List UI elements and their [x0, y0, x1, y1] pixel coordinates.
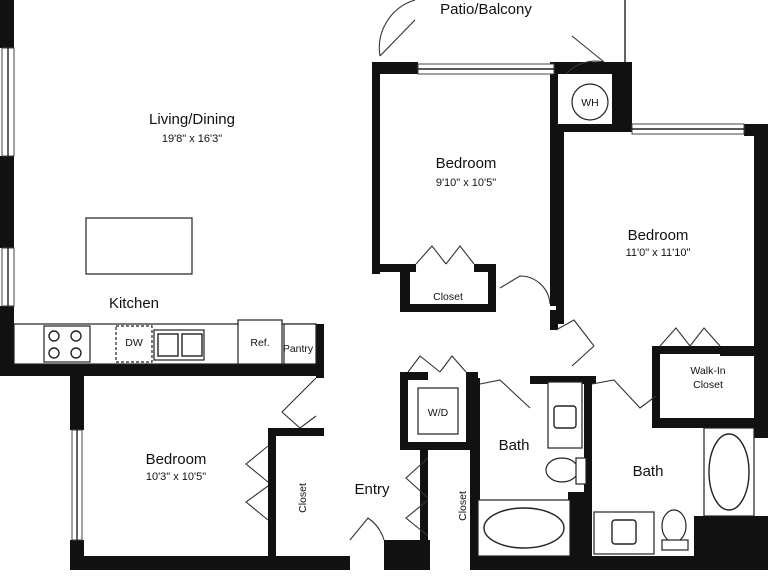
water-heater-icon	[571, 83, 609, 121]
sink	[153, 329, 205, 361]
closet-entry-label: Closet	[457, 491, 469, 521]
bedroom-right-dims: 11'0" x 11'10"	[626, 247, 691, 259]
bedroom-left-label: Bedroom	[146, 451, 207, 468]
closet-left-label: Closet	[297, 483, 309, 513]
dishwasher-label: DW	[125, 337, 143, 349]
bedroom-top-label: Bedroom	[436, 155, 497, 172]
living-label: Living/Dining	[149, 111, 235, 128]
bath-right-label: Bath	[633, 463, 664, 480]
kitchen-label: Kitchen	[109, 295, 159, 312]
toilet-icon	[545, 457, 579, 483]
windows	[1, 47, 745, 541]
water-heater-label: WH	[581, 97, 599, 109]
washer-dryer-label: W/D	[428, 407, 449, 419]
labels: Patio/Balcony Living/Dining 19'8" x 16'3…	[109, 1, 726, 521]
refrigerator-label: Ref.	[250, 337, 269, 349]
walkin-label-1: Walk-In	[690, 365, 725, 377]
walkin-label-2: Closet	[693, 379, 723, 391]
patio-label: Patio/Balcony	[440, 1, 532, 18]
bath-center-label: Bath	[499, 437, 530, 454]
pantry-label: Pantry	[283, 343, 314, 355]
entry-label: Entry	[354, 481, 390, 498]
doors	[245, 0, 721, 541]
kitchen-island	[85, 217, 193, 275]
living-dims: 19'8" x 16'3"	[162, 133, 222, 145]
bath-fixtures	[417, 83, 755, 557]
bedroom-right-label: Bedroom	[628, 227, 689, 244]
toilet-icon	[661, 509, 687, 543]
bedroom-top-dims: 9'10" x 10'5"	[436, 177, 496, 189]
bedroom-left-dims: 10'3" x 10'5"	[146, 471, 206, 483]
closet-top-label: Closet	[433, 291, 463, 303]
kitchen-fixtures	[13, 217, 317, 365]
